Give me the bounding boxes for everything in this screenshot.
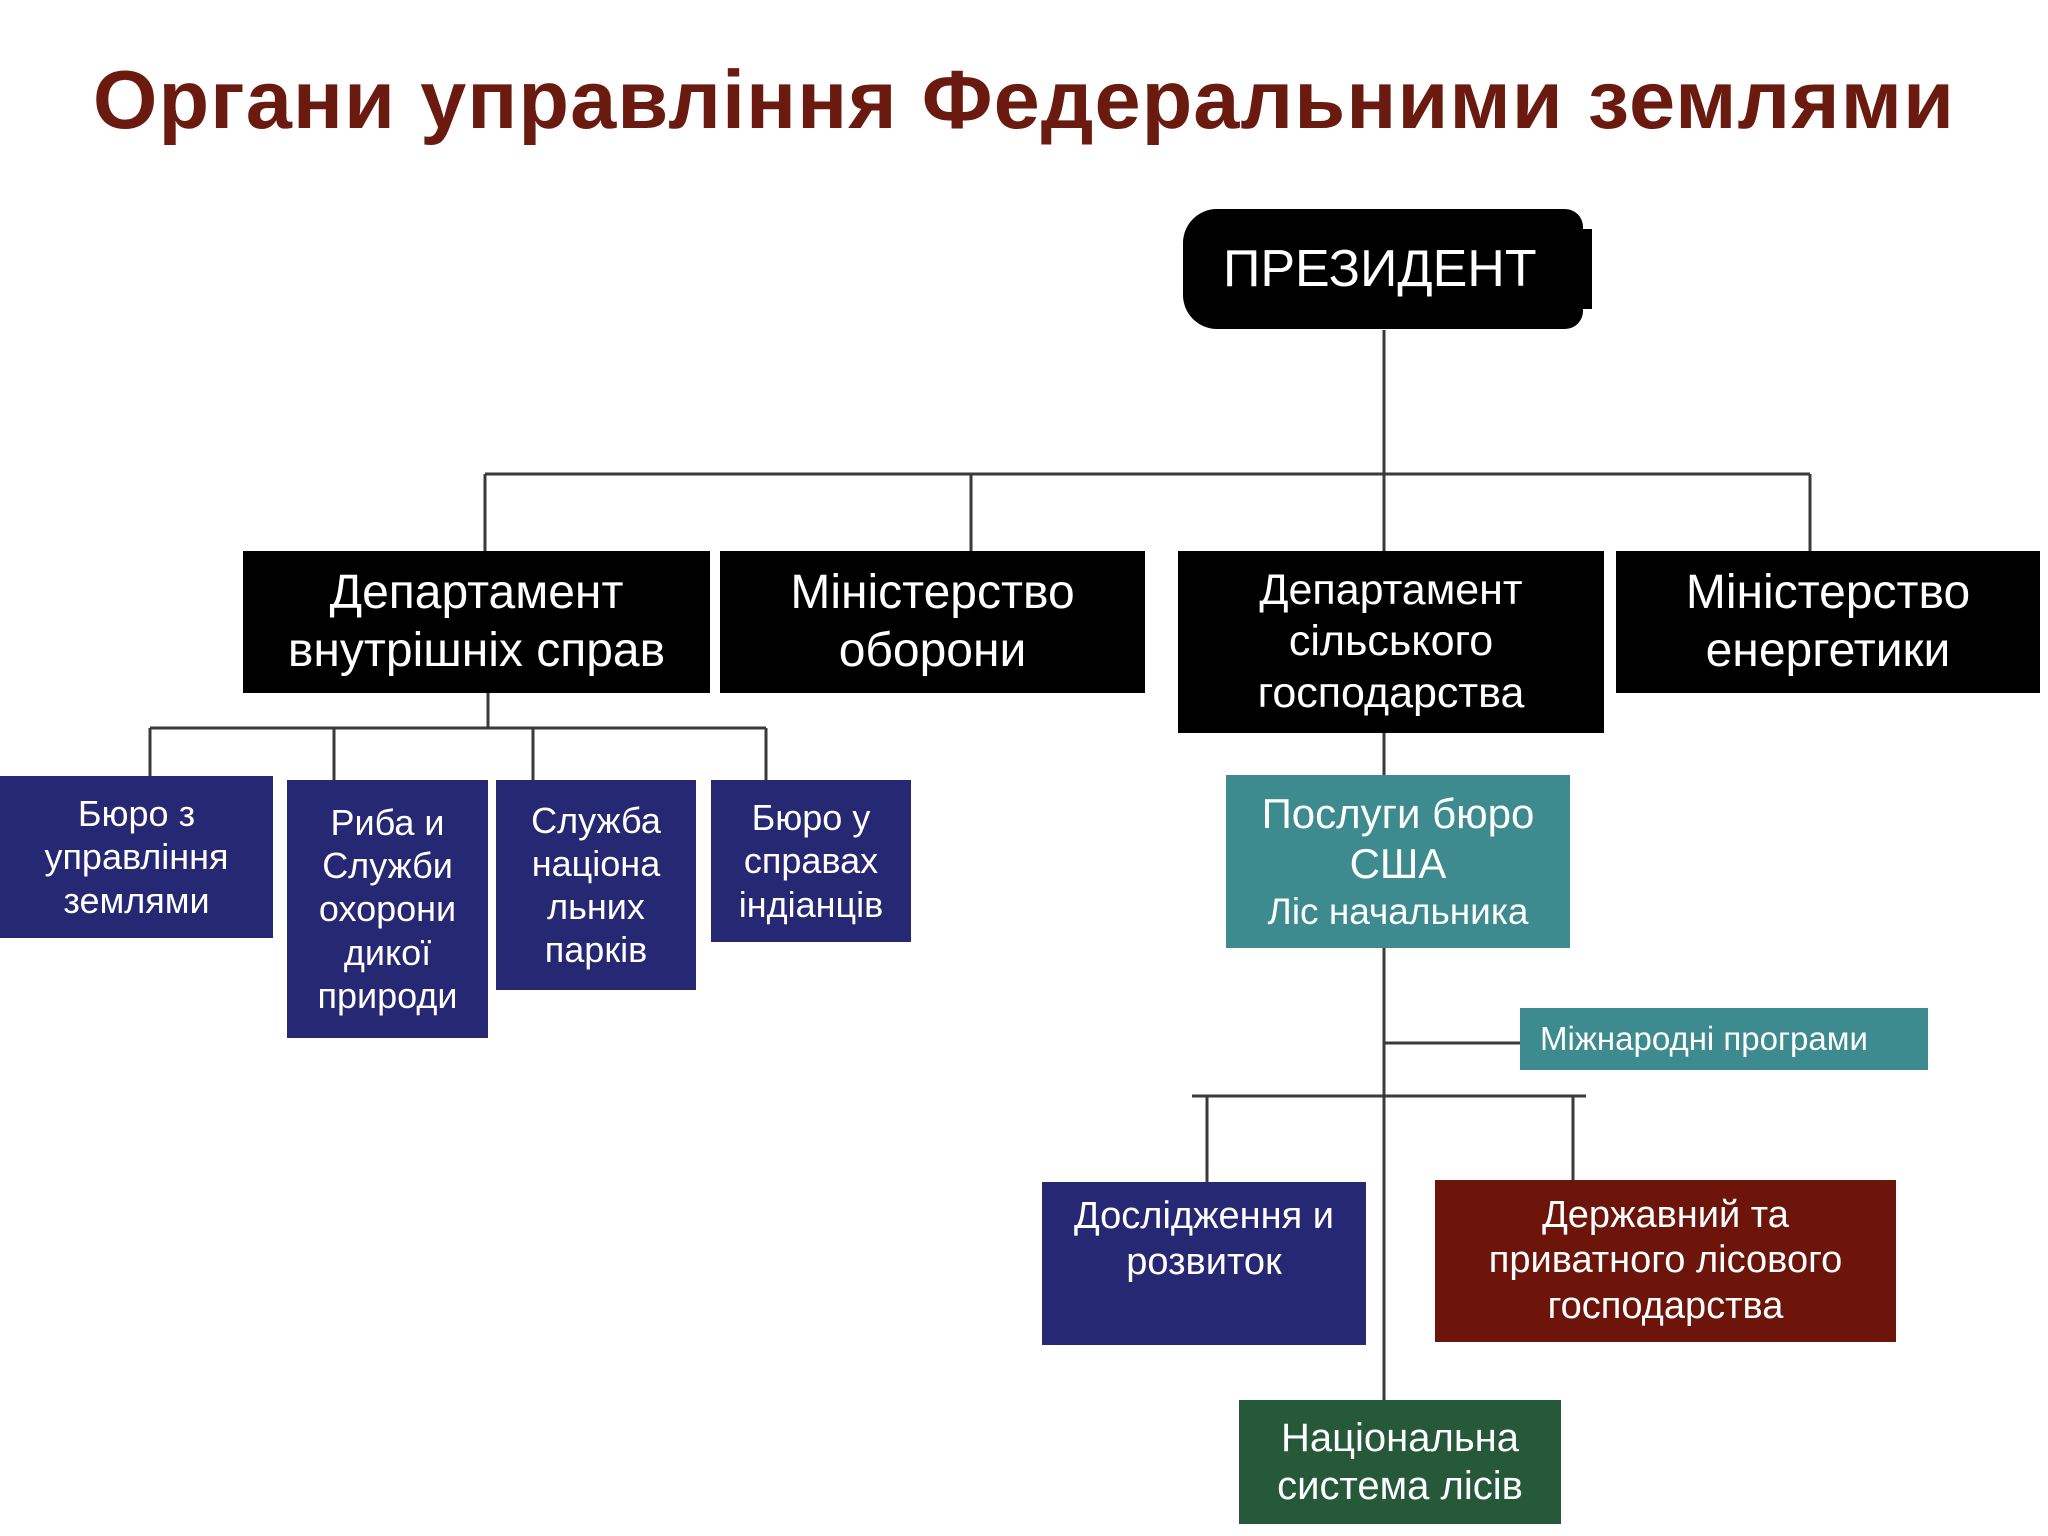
ministry-energy-line-1: Міністерство [1685,566,1971,620]
international-programs-label: Міжнародні програми [1540,1020,1868,1058]
state-private-line-1: Державний та [1542,1193,1789,1236]
indian-affairs-line-2: справах [743,840,879,882]
indian-affairs-bureau-box: Бюро у справах індіанців [711,780,911,942]
ministry-energy-line-2: енергетики [1705,624,1951,677]
dept-agriculture-line-1: Департамент [1259,565,1523,614]
land-bureau-line-1: Бюро з [77,793,196,835]
ministry-defense-box: Міністерство оборони [720,551,1145,693]
dept-agriculture-line-2: сільського [1288,617,1494,666]
research-line-2: розвиток [1126,1240,1282,1283]
state-private-forestry-box: Державний та приватного лісового господа… [1435,1180,1896,1342]
fish-wildlife-line-1: Риба и [330,802,445,844]
research-line-1: Дослідження и [1074,1195,1334,1237]
indian-affairs-line-1: Бюро у [751,797,871,839]
state-private-line-3: господарства [1547,1284,1784,1327]
national-forest-system-box: Національна система лісів [1239,1400,1561,1524]
parks-line-1: Служба [531,799,661,841]
forest-service-line-3: Ліс начальника [1267,890,1529,932]
indian-affairs-line-3: індіанців [738,883,884,925]
forest-service-line-1: Послуги бюро [1261,789,1535,837]
parks-line-3: льних [547,886,645,927]
ministry-energy-box: Міністерство енергетики [1616,551,2040,693]
dept-agriculture-line-3: господарства [1257,668,1525,717]
department-agriculture-box: Департамент сільського господарства [1178,551,1604,733]
ministry-defense-line-2: оборони [838,624,1027,677]
dept-interior-line-1: Департамент [329,566,624,620]
president-box-edge [1578,229,1592,309]
land-management-bureau-box: Бюро з управління землями [0,776,273,938]
national-forests-line-1: Національна [1280,1416,1520,1460]
research-development-box: Дослідження и розвиток [1042,1182,1366,1345]
forest-service-chief-box: Послуги бюро США Ліс начальника [1226,775,1570,948]
international-programs-box: Міжнародні програми [1520,1008,1928,1070]
department-interior-box: Департамент внутрішніх справ [243,551,710,693]
dept-interior-line-2: внутрішніх справ [287,624,666,677]
president-box: ПРЕЗИДЕНТ [1183,209,1583,329]
forest-service-line-2: США [1349,840,1447,888]
state-private-line-2: приватного лісового [1488,1239,1843,1282]
ministry-defense-line-1: Міністерство [790,566,1075,620]
parks-line-4: парків [544,929,648,971]
fish-wildlife-line-3: охорони [318,888,457,930]
fish-wildlife-line-4: дикої [343,931,432,973]
fish-wildlife-line-2: Служби [322,845,453,887]
president-label: ПРЕЗИДЕНТ [1223,239,1537,298]
land-bureau-line-2: управління [44,836,229,878]
land-bureau-line-3: землями [63,879,210,921]
national-park-service-box: Служба націона льних парків [496,780,696,990]
national-forests-line-2: система лісів [1277,1464,1523,1508]
parks-line-2: націона [531,842,661,884]
fish-wildlife-service-box: Риба и Служби охорони дикої природи [287,780,488,1038]
fish-wildlife-line-5: природи [317,974,458,1016]
slide-title: Органи управління Федеральними землями [92,53,1956,146]
